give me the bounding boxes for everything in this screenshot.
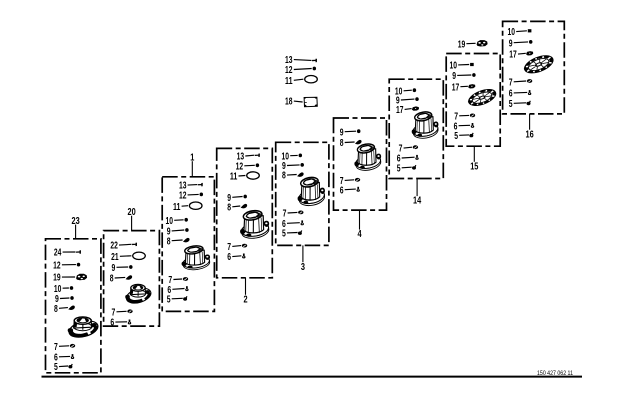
svg-text:8: 8 [340,138,344,149]
svg-text:7: 7 [168,275,172,286]
svg-text:10: 10 [395,86,403,97]
svg-text:7: 7 [399,144,403,155]
svg-text:8: 8 [110,274,114,285]
svg-text:7: 7 [112,307,116,318]
svg-text:14: 14 [413,196,422,207]
svg-text:16: 16 [526,129,535,140]
svg-text:10: 10 [282,151,290,162]
svg-text:10: 10 [166,216,174,227]
svg-text:23: 23 [72,216,81,227]
svg-text:9: 9 [396,96,400,107]
svg-text:6: 6 [282,219,286,230]
svg-text:9: 9 [282,161,286,172]
svg-text:5: 5 [282,229,286,240]
svg-text:9: 9 [112,263,116,274]
svg-text:6: 6 [509,89,513,100]
svg-text:21: 21 [111,252,119,263]
svg-text:5: 5 [509,99,513,110]
svg-text:10: 10 [450,61,458,72]
svg-text:8: 8 [282,171,286,182]
svg-text:1: 1 [190,152,195,163]
svg-text:11: 11 [230,172,238,183]
svg-text:13: 13 [179,181,187,192]
svg-text:150 427 062 11: 150 427 062 11 [537,370,573,377]
svg-text:2: 2 [243,294,248,305]
svg-text:8: 8 [54,304,58,315]
svg-text:9: 9 [167,227,171,238]
svg-text:9: 9 [509,38,513,49]
svg-text:3: 3 [301,262,306,273]
svg-text:4: 4 [357,229,362,240]
svg-text:5: 5 [397,163,401,174]
svg-text:17: 17 [509,50,517,61]
svg-text:9: 9 [452,71,456,82]
svg-text:5: 5 [54,362,58,373]
svg-text:9: 9 [55,294,59,305]
svg-text:17: 17 [452,82,460,93]
svg-text:6: 6 [227,252,231,263]
svg-text:8: 8 [227,202,231,213]
svg-text:8: 8 [167,236,171,247]
svg-text:17: 17 [396,105,404,116]
svg-text:6: 6 [167,285,171,296]
svg-text:7: 7 [340,176,344,187]
svg-text:7: 7 [283,209,287,220]
svg-text:9: 9 [227,193,231,204]
svg-text:7: 7 [54,342,58,353]
svg-text:12: 12 [53,260,61,271]
svg-text:12: 12 [179,191,187,202]
svg-text:9: 9 [340,127,344,138]
svg-text:19: 19 [53,273,61,284]
svg-text:22: 22 [110,241,118,252]
svg-text:19: 19 [458,39,466,50]
svg-text:6: 6 [110,318,114,329]
svg-text:6: 6 [397,154,401,165]
svg-text:7: 7 [509,77,513,88]
svg-text:7: 7 [454,111,458,122]
svg-text:10: 10 [54,284,62,295]
svg-text:5: 5 [167,294,171,305]
svg-text:13: 13 [285,55,293,66]
svg-text:11: 11 [285,76,293,87]
svg-text:10: 10 [508,27,516,38]
svg-text:15: 15 [470,161,479,172]
svg-text:6: 6 [454,121,458,132]
svg-text:13: 13 [237,152,245,163]
svg-text:6: 6 [54,352,58,363]
svg-text:12: 12 [285,65,293,76]
svg-text:7: 7 [227,242,231,253]
svg-text:11: 11 [173,202,181,213]
svg-text:12: 12 [236,161,244,172]
svg-text:6: 6 [340,185,344,196]
svg-text:18: 18 [285,97,293,108]
svg-text:5: 5 [454,131,458,142]
svg-text:20: 20 [128,207,137,218]
svg-text:24: 24 [54,248,62,259]
